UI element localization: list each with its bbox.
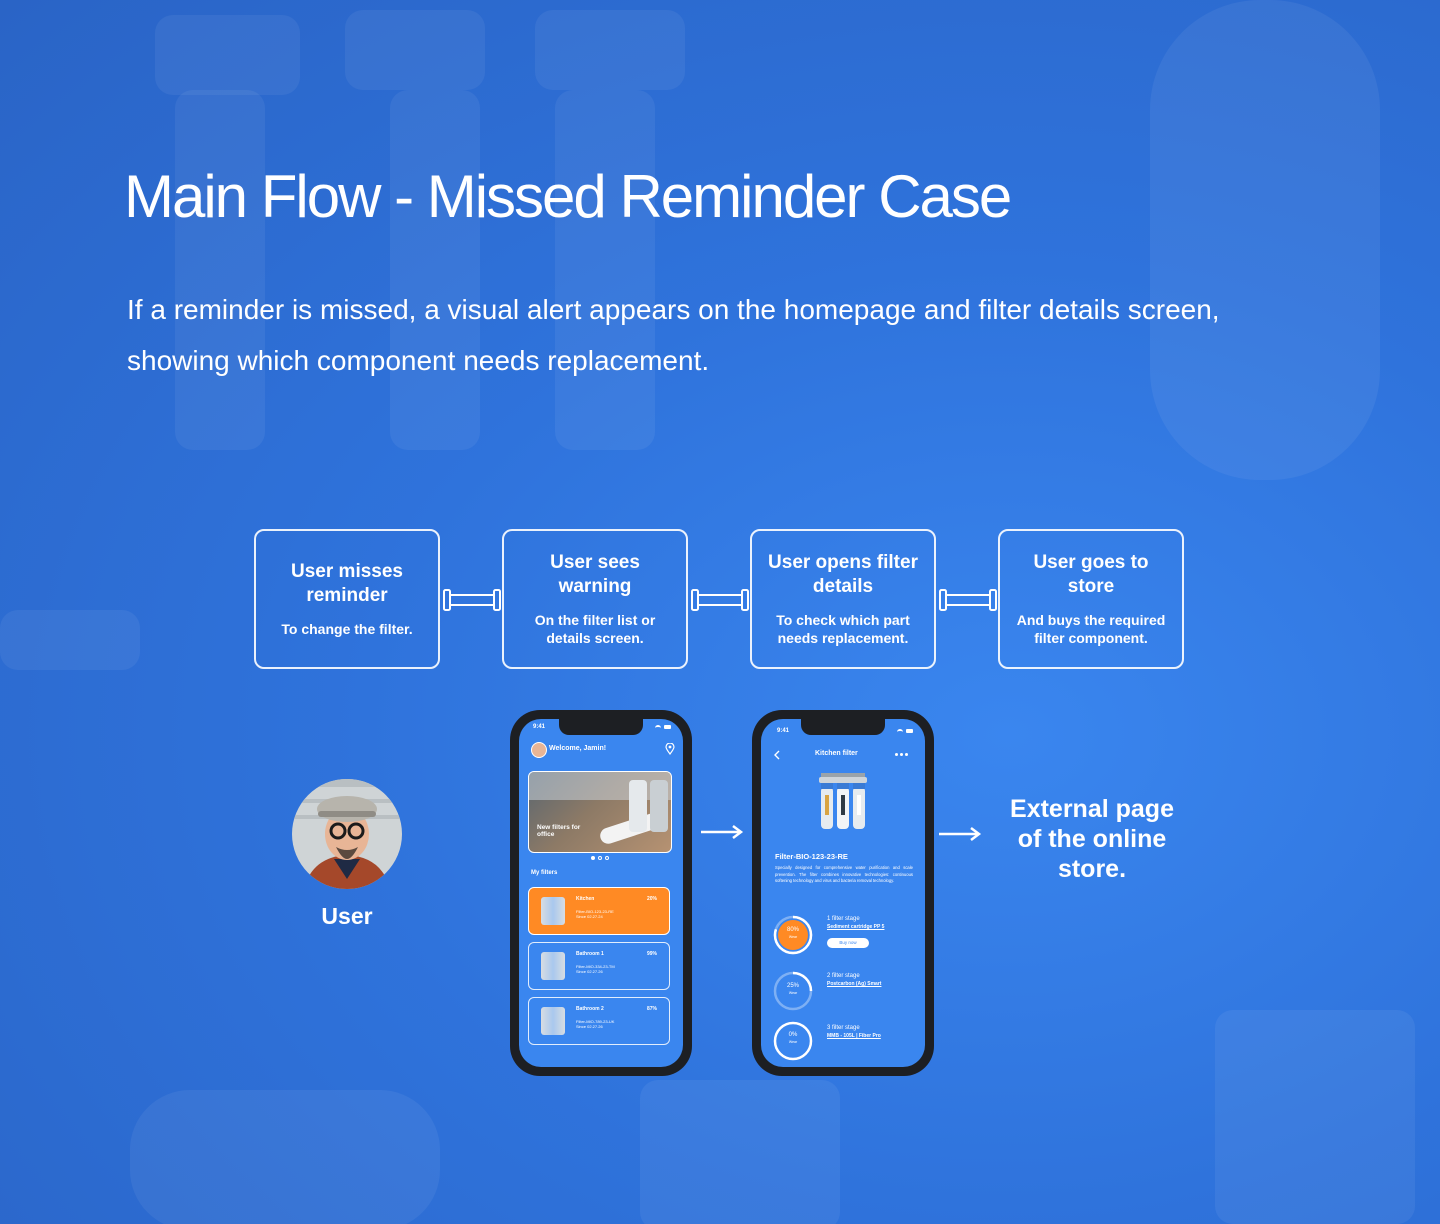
filter-percent: 99% [646,951,657,957]
status-time: 9:41 [777,728,790,734]
background-decoration [155,15,300,95]
step-title: User sees warning [550,552,640,597]
filter-model-name: Filter-BIO-123-23-RE [775,852,848,861]
filter-card-bathroom-1[interactable]: Bathroom 1 99% Filter-MIO-334-23-TM Sinc… [528,942,670,990]
step-user-misses-reminder: User misses reminder To change the filte… [254,529,440,669]
status-time: 9:41 [533,724,546,730]
step-title: User goes to store [1033,552,1149,597]
filter-since: Since 02.27.24 [576,914,603,919]
step-desc: To check which part needs replacement. [776,612,910,646]
status-icons [889,729,913,734]
detail-screen: 9:41 Kitchen filter [761,719,925,1067]
location-pin-icon[interactable] [665,743,675,755]
phone-notch [801,719,885,735]
filter-name: Kitchen [576,896,595,902]
step-user-goes-to-store: User goes to store And buys the required… [998,529,1184,669]
external-store-label: External page of the online store. [1010,795,1174,883]
buy-now-button[interactable]: Buy now [827,938,869,948]
background-decoration [1150,0,1380,480]
user-node: User [292,779,402,930]
filter-since: Since 02.27.26 [576,969,603,974]
page-subtitle: If a reminder is missed, a visual alert … [127,294,1220,376]
filter-percent: 87% [646,1006,657,1012]
stage-percent: 0% [788,1032,798,1038]
step-title: User misses reminder [291,561,403,606]
wear-ring-stage-3 [773,1021,813,1061]
filter-image [541,952,565,980]
user-label: User [321,903,373,929]
stage-name: 2 filter stage [827,973,860,979]
promo-banner[interactable]: New filters for office [528,771,672,853]
back-chevron-icon[interactable] [773,750,781,760]
stage-part-link[interactable]: MMB - 105L | Fiber Pro [827,1033,881,1039]
stage-part-link[interactable]: Postcarbon (Ag) Smart [827,981,882,987]
filter-name: Bathroom 2 [576,1006,604,1012]
background-decoration [345,10,485,90]
pipe-connector-icon [939,589,997,611]
phone-detail-screen: 9:41 Kitchen filter [752,710,934,1076]
stage-unit: Wear [788,935,798,939]
step-title: User opens filter details [768,552,918,597]
step-desc: To change the filter. [281,621,413,637]
stage-percent: 25% [786,983,799,989]
filter-system-image [819,773,867,829]
page-title: Main Flow - Missed Reminder Case [124,163,1012,230]
welcome-text: Welcome, Jamin! [549,745,607,752]
filter-model: Filter-MIO-789-23-UK [576,1019,615,1024]
phone-notch [559,719,643,735]
background-decoration [535,10,685,90]
background-decoration [555,90,655,450]
home-screen: 9:41 Welcome, Jamin! New filters for off… [519,719,683,1067]
stage-unit: Wear [788,1040,798,1044]
filter-model: Filter-BIO-123-23-RE [576,909,614,914]
stage-name: 3 filter stage [827,1025,860,1031]
carousel-dots[interactable] [591,856,611,861]
background-decoration [1215,1010,1415,1224]
step-user-opens-filter-details: User opens filter details To check which… [750,529,936,669]
step-desc: On the filter list or details screen. [534,612,656,646]
banner-text: New filters for office [537,824,581,838]
detail-title: Kitchen filter [815,750,858,757]
filter-card-kitchen[interactable]: Kitchen 20% Filter-BIO-123-23-RE Since 0… [528,887,670,935]
background-decoration [175,90,265,450]
stage-percent: 80% [786,927,799,933]
filter-description: Specially designed for comprehensive wat… [775,865,913,884]
step-desc: And buys the required filter component. [1016,612,1166,646]
step-user-sees-warning: User sees warning On the filter list or … [502,529,688,669]
background-decoration [390,90,480,450]
filter-model: Filter-MIO-334-23-TM [576,964,615,969]
my-filters-label: My filters [531,870,558,876]
wear-ring-stage-2 [773,971,813,1011]
user-avatar [292,779,402,889]
pipe-connector-icon [443,589,501,611]
stage-part-link[interactable]: Sediment cartridge PP 5 [827,924,885,930]
stage-unit: Wear [788,991,798,995]
status-icons [647,725,671,730]
background-decoration [130,1090,440,1224]
arrow-right-icon [939,827,982,841]
filter-image [541,897,565,925]
wear-ring-stage-1 [773,915,813,955]
background-decoration [0,610,140,670]
filter-card-bathroom-2[interactable]: Bathroom 2 87% Filter-MIO-789-23-UK Sinc… [528,997,670,1045]
phone-home-screen: 9:41 Welcome, Jamin! New filters for off… [510,710,692,1076]
filter-image [541,1007,565,1035]
pipe-connector-icon [691,589,749,611]
filter-percent: 20% [646,896,657,902]
stage-name: 1 filter stage [827,916,860,922]
more-icon[interactable] [895,753,909,756]
filter-name: Bathroom 1 [576,951,604,957]
background-decoration [640,1080,840,1224]
arrow-right-icon [701,825,744,839]
filter-since: Since 02.27.26 [576,1024,603,1029]
user-avatar-small[interactable] [531,742,547,758]
